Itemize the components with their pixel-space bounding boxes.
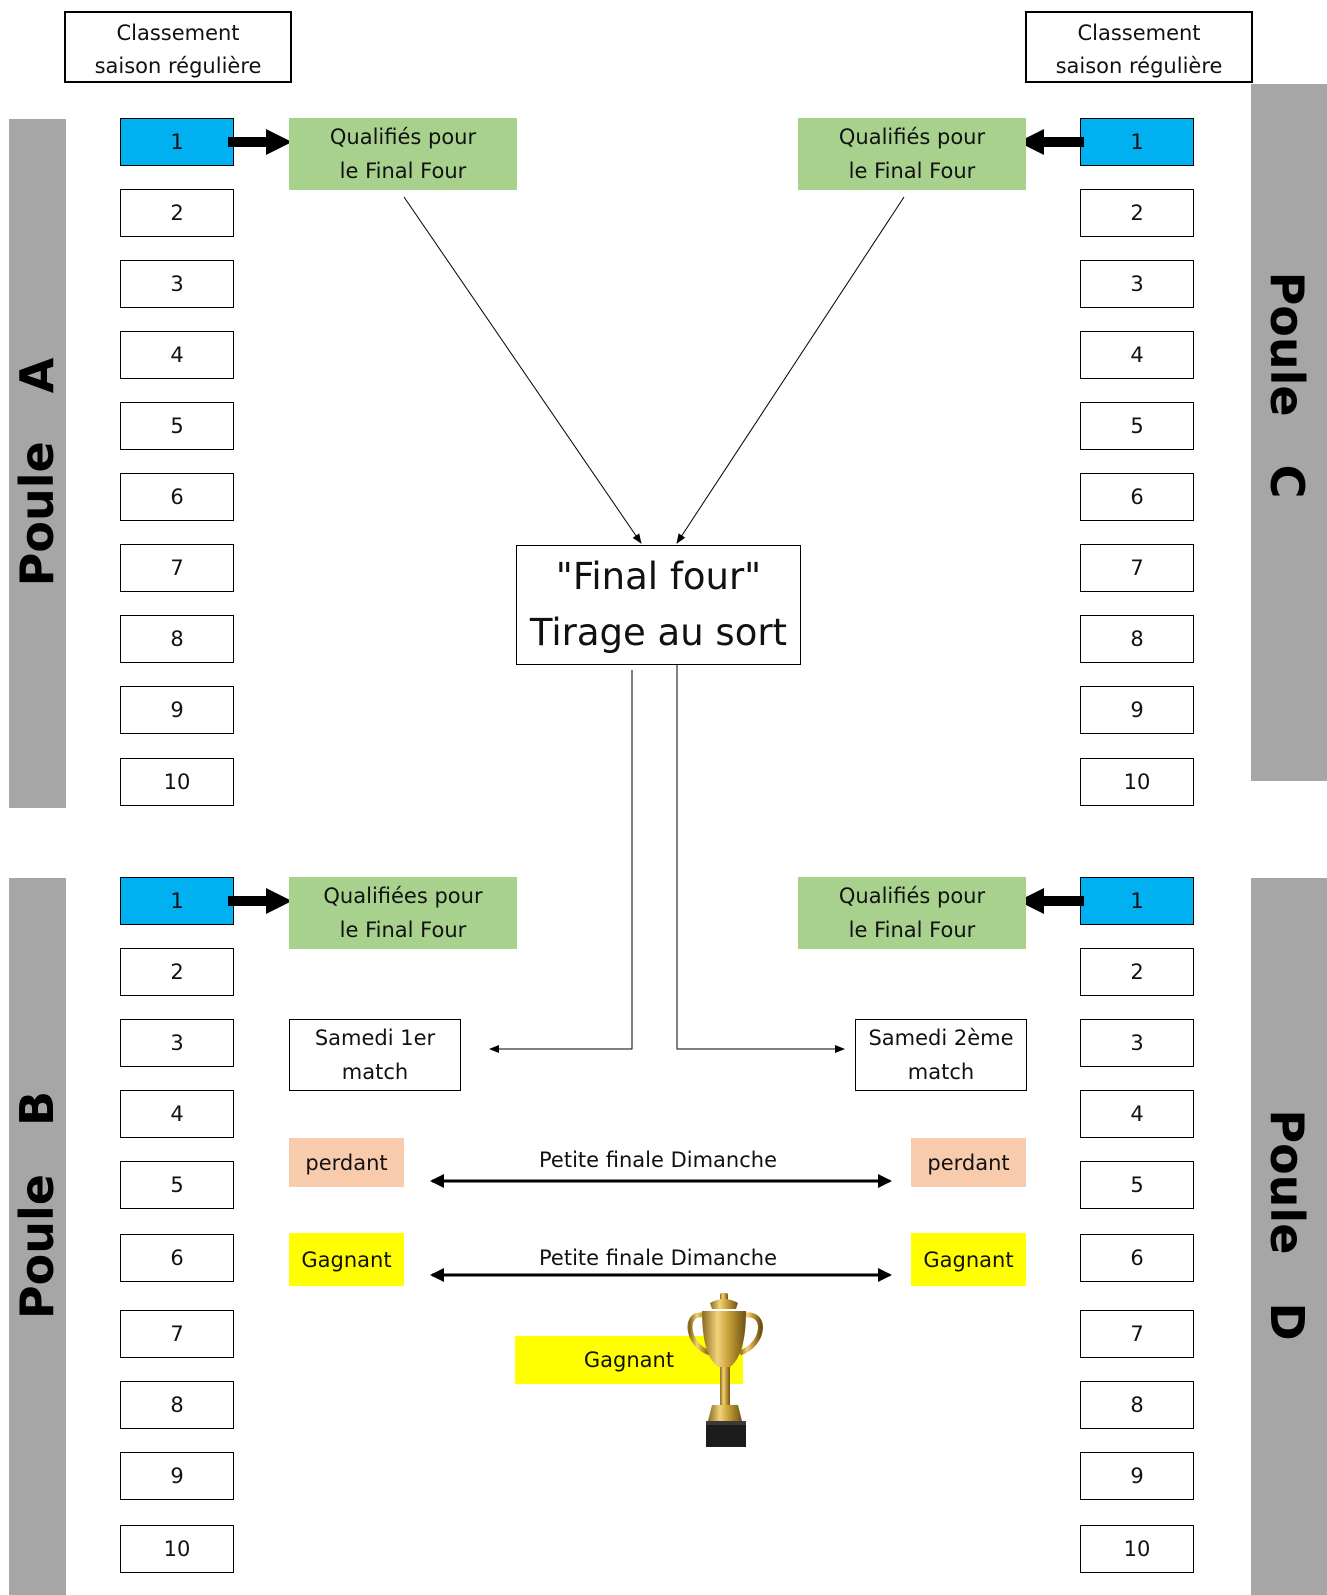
- loser-right: perdant: [911, 1138, 1026, 1187]
- line-final-four-to-match1: [489, 670, 633, 1053]
- pool-c-rank-2: 2: [1080, 189, 1194, 237]
- pool-c-rank-1: 1: [1080, 118, 1194, 166]
- pool-c-rank-6: 6: [1080, 473, 1194, 521]
- match1-line2: match: [341, 1060, 409, 1084]
- match2-line1: Samedi 2ème: [868, 1026, 1014, 1050]
- pool-b-rank-1: 1: [120, 877, 234, 925]
- pool-b-rank-3: 3: [120, 1019, 234, 1067]
- pool-c-rank-9: 9: [1080, 686, 1194, 734]
- arrow-b-to-qualified: [228, 888, 292, 914]
- small-final-1-label: Petite finale Dimanche: [539, 1148, 777, 1172]
- pool-d-rank-10: 10: [1080, 1525, 1194, 1573]
- pool-d-rank-4: 4: [1080, 1090, 1194, 1138]
- pool-d-rank-9: 9: [1080, 1452, 1194, 1500]
- pool-d-rank-1: 1: [1080, 877, 1194, 925]
- champion-box: Gagnant: [515, 1336, 743, 1384]
- qualified-b-line1: Qualifiées pour: [323, 884, 483, 908]
- match1-box: Samedi 1er match: [289, 1019, 461, 1091]
- pool-c-rank-10: 10: [1080, 758, 1194, 806]
- pool-c-band: [1251, 84, 1327, 781]
- pool-d-rank-7: 7: [1080, 1310, 1194, 1358]
- qualified-d-line1: Qualifiés pour: [838, 884, 986, 908]
- header-left: Classement saison régulière: [64, 11, 292, 83]
- qualified-d-line2: le Final Four: [848, 918, 976, 942]
- qualified-a-line2: le Final Four: [339, 159, 467, 183]
- pool-a-rank-6: 6: [120, 473, 234, 521]
- qualified-a-line1: Qualifiés pour: [329, 125, 477, 149]
- pool-a-rank-10: 10: [120, 758, 234, 806]
- pool-a-rank-7: 7: [120, 544, 234, 592]
- pool-d-rank-2: 2: [1080, 948, 1194, 996]
- pool-d-band: [1251, 878, 1327, 1595]
- arrow-d-to-qualified: [1018, 888, 1084, 914]
- arrow-a-to-qualified: [228, 129, 292, 155]
- pool-c-rank-8: 8: [1080, 615, 1194, 663]
- pool-d-rank-8: 8: [1080, 1381, 1194, 1429]
- pool-a-rank-9: 9: [120, 686, 234, 734]
- qualified-b-line2: le Final Four: [339, 918, 467, 942]
- pool-b-rank-5: 5: [120, 1161, 234, 1209]
- line-qualified-a-to-final-four: [403, 196, 642, 544]
- pool-a-rank-3: 3: [120, 260, 234, 308]
- pool-a-rank-8: 8: [120, 615, 234, 663]
- final-four-line1: "Final four": [555, 555, 762, 598]
- pool-d-rank-5: 5: [1080, 1161, 1194, 1209]
- arrow-c-to-qualified: [1018, 129, 1084, 155]
- final-four-line2: Tirage au sort: [529, 611, 788, 654]
- winner-left: Gagnant: [289, 1233, 404, 1286]
- final-four-box: "Final four" Tirage au sort: [516, 545, 801, 665]
- match1-line1: Samedi 1er: [314, 1026, 436, 1050]
- pool-c-rank-3: 3: [1080, 260, 1194, 308]
- match2-line2: match: [907, 1060, 975, 1084]
- pool-a-rank-5: 5: [120, 402, 234, 450]
- line-final-four-to-match2: [676, 665, 845, 1053]
- pool-a-rank-4: 4: [120, 331, 234, 379]
- pool-a-rank-2: 2: [120, 189, 234, 237]
- header-right-line1: Classement: [1077, 21, 1201, 45]
- pool-b-rank-4: 4: [120, 1090, 234, 1138]
- header-left-line2: saison régulière: [94, 54, 262, 78]
- pool-c-rank-7: 7: [1080, 544, 1194, 592]
- pool-b-rank-7: 7: [120, 1310, 234, 1358]
- header-left-line1: Classement: [116, 21, 240, 45]
- pool-b-rank-2: 2: [120, 948, 234, 996]
- pool-d-rank-6: 6: [1080, 1234, 1194, 1282]
- pool-a-band: [9, 119, 66, 808]
- header-right-line2: saison régulière: [1055, 54, 1223, 78]
- winner-right: Gagnant: [911, 1233, 1026, 1286]
- qualified-b-box: Qualifiées pour le Final Four: [289, 877, 517, 949]
- pool-b-band: [9, 878, 66, 1595]
- line-qualified-c-to-final-four: [676, 196, 905, 544]
- qualified-d-box: Qualifiés pour le Final Four: [798, 877, 1026, 949]
- pool-b-rank-6: 6: [120, 1234, 234, 1282]
- trophy-icon: [687, 1293, 763, 1447]
- header-right: Classement saison régulière: [1025, 11, 1253, 83]
- qualified-c-line1: Qualifiés pour: [838, 125, 986, 149]
- match2-box: Samedi 2ème match: [855, 1019, 1027, 1091]
- qualified-c-line2: le Final Four: [848, 159, 976, 183]
- pool-b-rank-8: 8: [120, 1381, 234, 1429]
- loser-left: perdant: [289, 1138, 404, 1187]
- pool-d-rank-3: 3: [1080, 1019, 1194, 1067]
- pool-a-rank-1: 1: [120, 118, 234, 166]
- pool-c-rank-4: 4: [1080, 331, 1194, 379]
- small-final-2-label: Petite finale Dimanche: [539, 1246, 777, 1270]
- qualified-c-box: Qualifiés pour le Final Four: [798, 118, 1026, 190]
- pool-c-rank-5: 5: [1080, 402, 1194, 450]
- pool-b-rank-10: 10: [120, 1525, 234, 1573]
- pool-b-rank-9: 9: [120, 1452, 234, 1500]
- qualified-a-box: Qualifiés pour le Final Four: [289, 118, 517, 190]
